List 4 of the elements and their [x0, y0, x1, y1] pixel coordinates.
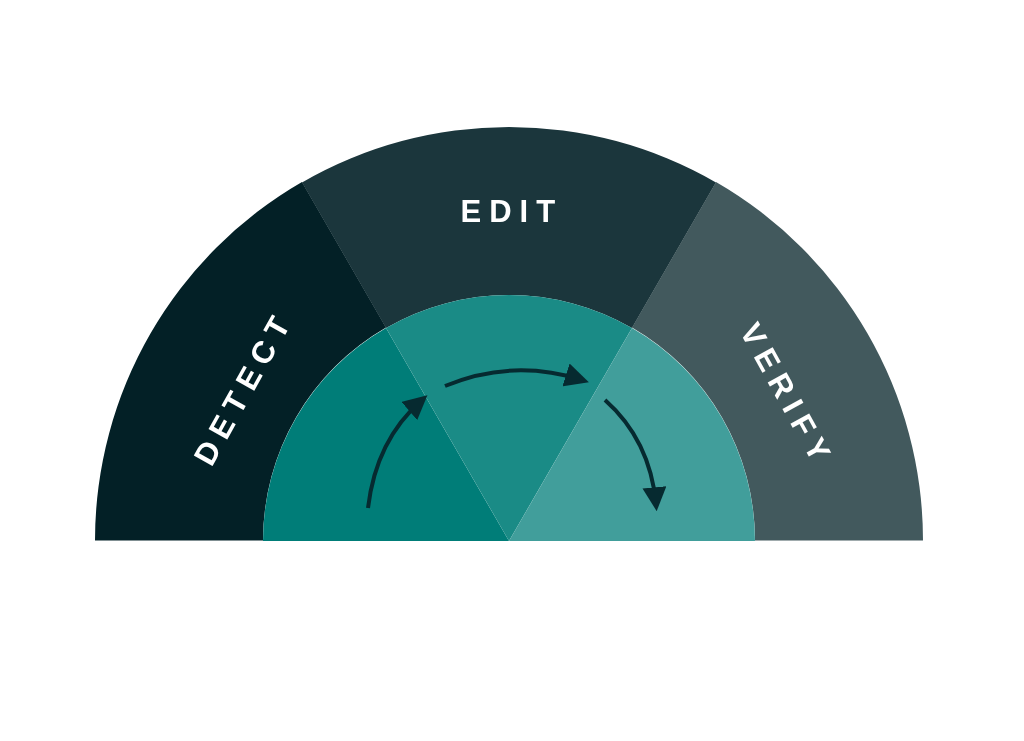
- arrow: [366, 395, 428, 509]
- segment-label: EDIT: [460, 196, 564, 228]
- arrow: [603, 398, 666, 512]
- arrow: [444, 363, 589, 388]
